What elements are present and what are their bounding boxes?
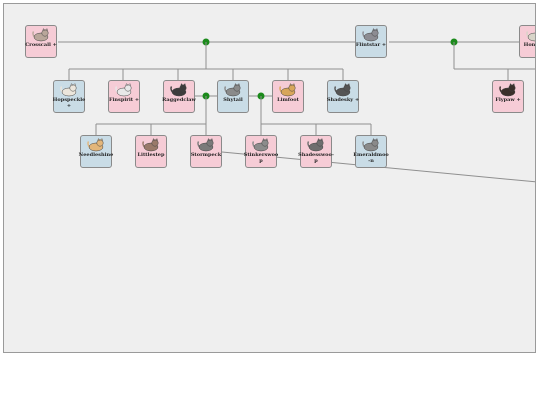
cat-card-flypaw[interactable]: Flypaw + bbox=[492, 80, 524, 113]
cat-portrait-icon bbox=[279, 83, 296, 97]
cat-card-shytail[interactable]: Shytail bbox=[217, 80, 249, 113]
cat-portrait-icon bbox=[362, 28, 379, 42]
cat-portrait-icon bbox=[252, 138, 269, 152]
cat-name-label: Raggedclaw bbox=[162, 97, 196, 103]
cat-portrait-icon bbox=[526, 31, 535, 42]
cat-name-label: Emeraldmoo-n bbox=[353, 152, 389, 164]
cat-name-label: Flypaw + bbox=[495, 97, 521, 103]
cat-portrait-icon bbox=[170, 83, 187, 97]
cat-name-label: Stormpeck bbox=[190, 152, 222, 158]
cat-name-label: Shytail bbox=[223, 97, 243, 103]
cat-name-label: Limfoot bbox=[277, 97, 299, 103]
tree-connectors bbox=[58, 38, 535, 183]
cat-name-label: Crosscall + bbox=[25, 42, 57, 48]
cat-portrait-icon bbox=[87, 138, 104, 152]
cat-card-raggedclaw[interactable]: Raggedclaw bbox=[162, 80, 196, 113]
cat-name-label: Shadesky + bbox=[326, 97, 360, 103]
cat-name-label: Finspirit + bbox=[108, 97, 140, 103]
cat-portrait-icon bbox=[115, 83, 132, 97]
cat-portrait-icon bbox=[307, 138, 324, 152]
cat-card-flintstar[interactable]: Flintstar + bbox=[355, 25, 387, 58]
cat-portrait-icon bbox=[334, 83, 351, 97]
family-tree-canvas[interactable]: Crosscall + Flintstar + HoneyclHopspeckle … bbox=[3, 3, 536, 353]
cat-card-hopspeckle[interactable]: Hopspeckle + bbox=[53, 80, 85, 113]
cat-portrait-icon bbox=[362, 138, 379, 152]
cat-name-label: Honeycl bbox=[523, 42, 536, 48]
cat-portrait-icon bbox=[142, 138, 159, 152]
cat-card-shadesswoop[interactable]: Shadesswoo-p bbox=[298, 135, 334, 168]
cat-card-limfoot[interactable]: Limfoot bbox=[272, 80, 304, 113]
cat-name-label: Hopspeckle + bbox=[52, 97, 86, 109]
cat-card-honeyclaw[interactable]: Honeycl bbox=[519, 25, 536, 58]
cat-card-needleshine[interactable]: Needleshine bbox=[78, 135, 114, 168]
cat-portrait-icon bbox=[224, 83, 241, 97]
cat-name-label: Flintstar + bbox=[355, 42, 387, 48]
cat-portrait-icon bbox=[197, 138, 214, 152]
cat-card-stinkerswoop[interactable]: Stinkerswoop bbox=[243, 135, 279, 168]
cat-name-label: Needleshine bbox=[78, 152, 114, 158]
cat-portrait-icon bbox=[32, 28, 49, 42]
cat-name-label: Shadesswoo-p bbox=[298, 152, 334, 164]
cat-card-shadesky[interactable]: Shadesky + bbox=[327, 80, 359, 113]
cat-card-littlestep[interactable]: Littlestep bbox=[135, 135, 167, 168]
cat-name-label: Littlestep bbox=[137, 152, 165, 158]
cat-card-finspirit[interactable]: Finspirit + bbox=[108, 80, 140, 113]
cat-portrait-icon bbox=[60, 83, 77, 97]
cat-name-label: Stinkerswoop bbox=[243, 152, 279, 164]
cat-card-crosscall[interactable]: Crosscall + bbox=[25, 25, 57, 58]
cat-card-stormpeck[interactable]: Stormpeck bbox=[190, 135, 222, 168]
cat-portrait-icon bbox=[499, 83, 516, 97]
cat-card-emeraldmoon[interactable]: Emeraldmoo-n bbox=[353, 135, 389, 168]
